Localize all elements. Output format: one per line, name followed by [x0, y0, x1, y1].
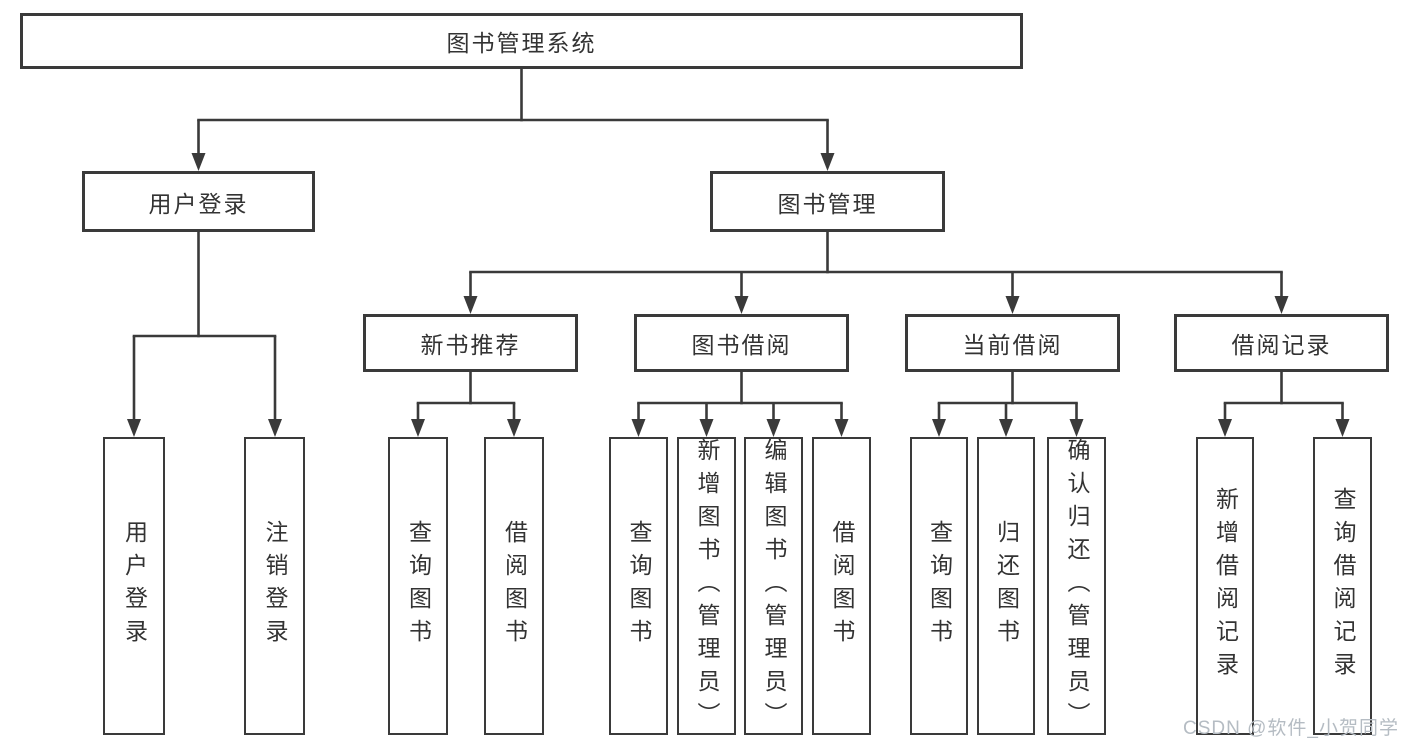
leaf-borrowing-borrow-books-label: 借阅图书: [829, 520, 855, 652]
leaf-newbook-borrow-books-label: 借阅图书: [501, 520, 528, 652]
node-borrow-records-label: 借阅记录: [1231, 332, 1332, 358]
csdn-watermark: CSDN @软件_小贺同学: [1183, 718, 1399, 739]
node-root: 图书管理系统: [20, 13, 1023, 69]
node-current-borrowing-label: 当前借阅: [962, 332, 1063, 358]
leaf-current-query-books-label: 查询图书: [926, 520, 953, 652]
leaf-edit-books-admin: 编辑图书（管理员）: [744, 437, 803, 735]
node-borrow-records: 借阅记录: [1174, 314, 1389, 372]
leaf-user-login-label: 用户登录: [121, 520, 148, 652]
node-new-book-recommend: 新书推荐: [363, 314, 578, 372]
node-user-login: 用户登录: [82, 171, 315, 232]
leaf-logout: 注销登录: [244, 437, 305, 735]
node-root-label: 图书管理系统: [446, 30, 597, 56]
leaf-newbook-query-books: 查询图书: [388, 437, 448, 735]
leaf-newbook-query-books-label: 查询图书: [405, 520, 432, 652]
leaf-add-borrow-record: 新增借阅记录: [1196, 437, 1254, 735]
leaf-confirm-return-admin: 确认归还（管理员）: [1047, 437, 1106, 735]
leaf-borrowing-borrow-books: 借阅图书: [812, 437, 871, 735]
leaf-return-books: 归还图书: [977, 437, 1035, 735]
arrowheads: [127, 153, 1350, 437]
leaf-add-books-admin: 新增图书（管理员）: [677, 437, 736, 735]
leaf-query-borrow-record: 查询借阅记录: [1313, 437, 1372, 735]
leaf-return-books-label: 归还图书: [993, 520, 1020, 652]
leaf-logout-label: 注销登录: [262, 520, 288, 652]
leaf-newbook-borrow-books: 借阅图书: [484, 437, 544, 735]
node-book-management-label: 图书管理: [777, 190, 878, 217]
leaf-current-query-books: 查询图书: [910, 437, 968, 735]
leaf-confirm-return-admin-label: 确认归还（管理员）: [1064, 437, 1090, 735]
leaf-user-login: 用户登录: [103, 437, 165, 735]
leaf-add-borrow-record-label: 新增借阅记录: [1212, 487, 1239, 685]
node-new-book-recommend-label: 新书推荐: [420, 332, 521, 358]
leaf-edit-books-admin-label: 编辑图书（管理员）: [761, 437, 787, 735]
node-book-borrowing-label: 图书借阅: [691, 332, 792, 358]
leaf-query-borrow-record-label: 查询借阅记录: [1330, 487, 1356, 685]
leaf-borrowing-query-books-label: 查询图书: [626, 520, 652, 652]
node-user-login-label: 用户登录: [148, 190, 249, 217]
leaf-add-books-admin-label: 新增图书（管理员）: [694, 437, 720, 735]
leaf-borrowing-query-books: 查询图书: [609, 437, 668, 735]
node-book-management: 图书管理: [710, 171, 945, 232]
node-current-borrowing: 当前借阅: [905, 314, 1120, 372]
node-book-borrowing: 图书借阅: [634, 314, 849, 372]
